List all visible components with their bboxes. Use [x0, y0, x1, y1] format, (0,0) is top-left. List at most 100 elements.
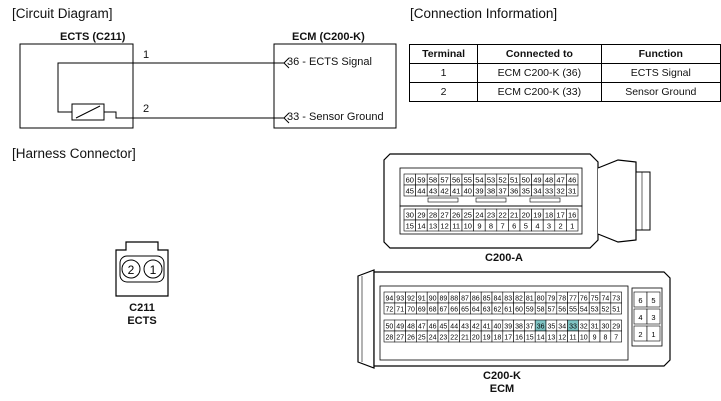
c200k-pin-label: 79 — [548, 296, 556, 303]
c211-pin-1 — [143, 259, 163, 279]
c200k-pin-label: 58 — [537, 307, 545, 314]
c200k-pin-label: 24 — [429, 335, 437, 342]
c200k-pin-label: 17 — [504, 335, 512, 342]
c200a-pin-label: 12 — [440, 222, 448, 231]
cell-function: ECTS Signal — [600, 63, 721, 83]
c200k-pin-label: 22 — [450, 335, 458, 342]
c200k-sublabel: ECM — [489, 383, 515, 395]
c200k-pin-label: 54 — [580, 307, 588, 314]
c200a-pin-label: 53 — [487, 176, 495, 185]
ects-component-title: ECTS (C211) — [60, 31, 126, 43]
c200a-pin-label: 22 — [498, 211, 506, 220]
c200k-pin-label: 76 — [580, 296, 588, 303]
table-row: 2 ECM C200-K (33) Sensor Ground — [408, 82, 721, 102]
ects-box — [19, 43, 134, 129]
c200k-pin-label: 15 — [526, 335, 534, 342]
c200k-pin-label: 29 — [612, 324, 620, 331]
c200k-pin-label: 65 — [461, 307, 469, 314]
c200a-pin-label: 29 — [417, 211, 425, 220]
c200k-pin-label: 33 — [569, 324, 577, 331]
c200a-pin-label: 33 — [545, 187, 553, 196]
c200a-pin-label: 45 — [406, 187, 414, 196]
c200a-label: C200-A — [485, 252, 523, 264]
c200k-pin-label: 48 — [407, 324, 415, 331]
c200k-pin-label: 46 — [429, 324, 437, 331]
c200k-pin-label: 92 — [407, 296, 415, 303]
c211-pin-1-label: 1 — [150, 263, 157, 277]
c200a-pin-label: 39 — [475, 187, 483, 196]
c200k-pin-label: 26 — [407, 335, 415, 342]
c200a-pin-cell — [566, 219, 579, 232]
cell-terminal: 2 — [408, 82, 479, 102]
c200k-pin-label: 57 — [548, 307, 556, 314]
c200a-pin-label: 54 — [475, 176, 483, 185]
c200a-pin-label: 48 — [545, 176, 553, 185]
c200k-pin-label: 91 — [418, 296, 426, 303]
c200k-pin-label: 64 — [472, 307, 480, 314]
c200a-pin-label: 15 — [406, 222, 414, 231]
c200k-pin-label: 81 — [526, 296, 534, 303]
c200k-side-pin-cell — [646, 325, 661, 342]
c211-pin-2-label: 2 — [128, 263, 135, 277]
c200a-pin-label: 5 — [524, 222, 528, 231]
connection-table: Terminal Connected to Function 1 ECM C20… — [408, 44, 721, 102]
c200k-pin-label: 23 — [440, 335, 448, 342]
c200a-pin-label: 9 — [477, 222, 481, 231]
c200a-pin-label: 10 — [464, 222, 472, 231]
c200k-pin-label: 69 — [418, 307, 426, 314]
c200a-pin-label: 40 — [464, 187, 472, 196]
c200k-pin-label: 8 — [603, 335, 607, 342]
c200a-pin-label: 43 — [429, 187, 437, 196]
cell-connected-to: ECM C200-K (36) — [477, 63, 602, 83]
c200k-pin-label: 14 — [537, 335, 545, 342]
c200a-pin-label: 25 — [464, 211, 472, 220]
c200k-pin-label: 41 — [483, 324, 491, 331]
c200k-pin-label: 89 — [440, 296, 448, 303]
c200a-pin-label: 37 — [498, 187, 506, 196]
c200k-pin-label: 40 — [494, 324, 502, 331]
c200k-pin-label: 78 — [558, 296, 566, 303]
c200a-pin-label: 17 — [556, 211, 564, 220]
sensor-lead-1 — [57, 62, 133, 113]
c200k-pin-cell — [610, 302, 622, 315]
c200a-pin-label: 19 — [533, 211, 541, 220]
c200a-pin-cell — [566, 184, 579, 197]
c200a-pin-label: 41 — [452, 187, 460, 196]
c200a-pin-label: 20 — [522, 211, 530, 220]
c200k-pin-label: 56 — [558, 307, 566, 314]
c211-sublabel: ECTS — [127, 315, 157, 327]
c211-connector: 2 1 — [115, 241, 169, 297]
c200k-pin-label: 68 — [429, 307, 437, 314]
c211-label: C211 — [129, 302, 155, 314]
thermistor-diagonal — [75, 105, 101, 119]
c200a-pin-label: 46 — [568, 176, 576, 185]
ecm-box — [273, 43, 397, 129]
c200k-pin-label: 66 — [450, 307, 458, 314]
c200k-pin-label: 77 — [569, 296, 577, 303]
c200a-pin-label: 27 — [440, 211, 448, 220]
c200a-pin-label: 4 — [535, 222, 539, 231]
c200a-pin-label: 56 — [452, 176, 460, 185]
connection-info-heading: [Connection Information] — [410, 6, 558, 21]
c200a-pin-label: 13 — [429, 222, 437, 231]
c200k-pin-label: 60 — [515, 307, 523, 314]
c200k-pin-label: 27 — [396, 335, 404, 342]
c200k-pin-label: 71 — [396, 307, 404, 314]
pin33-label: 33 - Sensor Ground — [287, 111, 384, 123]
c200k-pin-label: 93 — [396, 296, 404, 303]
c211-pin-2 — [121, 259, 141, 279]
harness-connector-heading: [Harness Connector] — [12, 146, 136, 161]
c200a-pin-label: 38 — [487, 187, 495, 196]
c200k-pin-label: 12 — [558, 335, 566, 342]
pin36-label: 36 - ECTS Signal — [287, 56, 372, 68]
cell-terminal: 1 — [408, 63, 479, 83]
c200k-pin-label: 20 — [472, 335, 480, 342]
c200k-pin-label: 49 — [396, 324, 404, 331]
col-connected-to: Connected to — [477, 44, 602, 64]
c200k-pin-label: 61 — [504, 307, 512, 314]
c200a-pin-label: 58 — [429, 176, 437, 185]
c200k-pin-label: 44 — [450, 324, 458, 331]
